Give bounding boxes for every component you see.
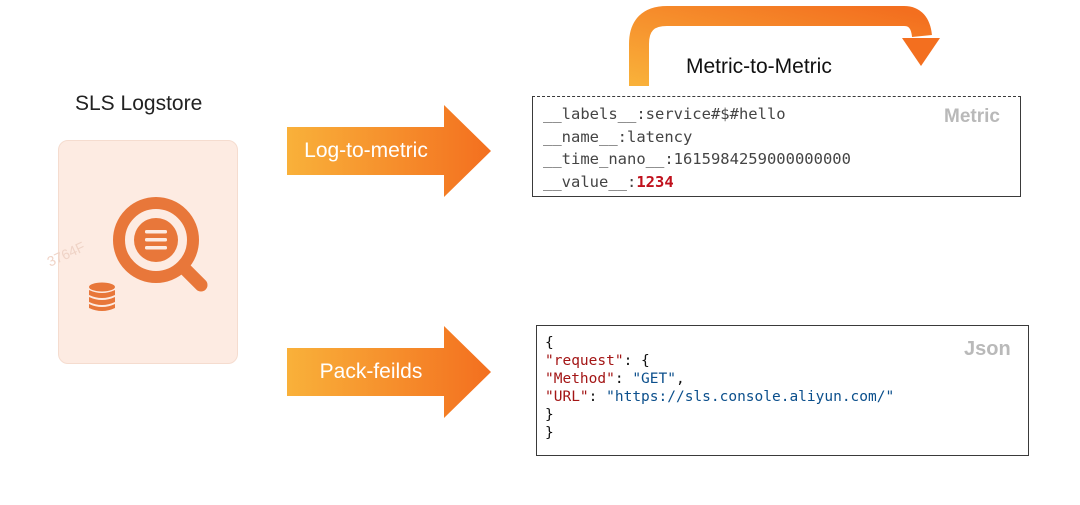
metric-to-metric-heading: Metric-to-Metric: [686, 55, 832, 78]
json-box: [536, 325, 1029, 456]
log-to-metric-arrow: [287, 105, 491, 197]
json-line-request: "request": {: [545, 353, 650, 369]
logstore-title: SLS Logstore: [75, 92, 203, 115]
log-to-metric-label: Log-to-metric: [304, 139, 428, 162]
pack-fields-arrow: [287, 326, 491, 418]
metric-line-value: __value__:1234: [543, 172, 674, 191]
metric-to-metric-arrow: [629, 6, 940, 86]
metric-box: [532, 96, 1021, 197]
json-line-close-inner: }: [545, 407, 554, 423]
metric-line-time: __time_nano__:1615984259000000000: [543, 150, 851, 168]
json-line-url: "URL": "https://sls.console.aliyun.com/": [545, 389, 895, 405]
json-tag: Json: [964, 338, 1011, 360]
json-code-block: { "request": { "Method": "GET", "URL": "htt…: [545, 334, 894, 442]
pack-fields-label: Pack-feilds: [319, 360, 423, 383]
metric-code-block: __labels__:service#$#hello __name__:laten…: [543, 103, 851, 193]
json-line-open: {: [545, 335, 554, 351]
metric-line-name: __name__:latency: [543, 127, 693, 146]
magnifier-list-icon: [113, 197, 208, 292]
json-line-close: }: [545, 425, 554, 441]
metric-tag: Metric: [944, 106, 1000, 127]
metric-value: 1234: [636, 172, 674, 191]
metric-line-labels: __labels__:service#$#hello: [543, 105, 786, 123]
database-icon: [89, 282, 115, 311]
json-line-method: "Method": "GET",: [545, 371, 685, 387]
